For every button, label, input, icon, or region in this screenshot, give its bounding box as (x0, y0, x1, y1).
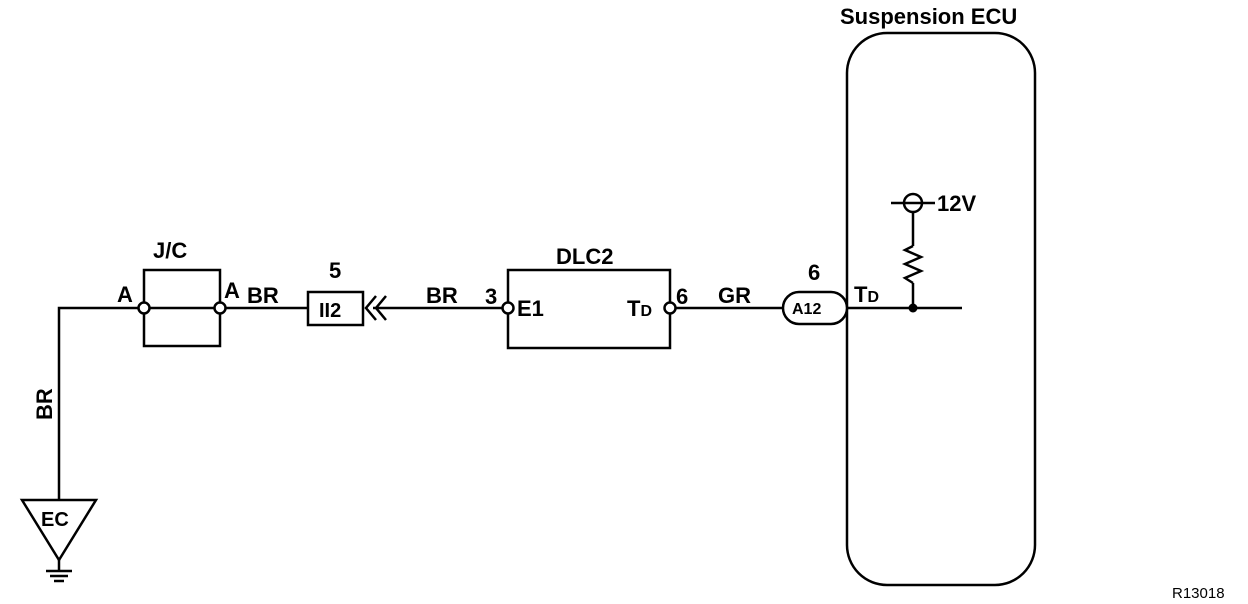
wire-br-ii2-label: BR (426, 283, 458, 308)
connector-a12-pin: 6 (808, 260, 820, 285)
dlc2-pin-td (663, 301, 677, 315)
connector-ii2-pin: 5 (329, 258, 341, 283)
jc-left-pin-label: A (117, 282, 133, 307)
wire-br-ground-label: BR (32, 388, 57, 420)
dlc2-left-pin-num: 3 (485, 284, 497, 309)
ground-point-label: EC (41, 509, 69, 531)
jc-right-pin-label: A (224, 278, 240, 303)
dlc2-right-pin-num: 6 (676, 284, 688, 309)
connector-chevron-icon-2 (374, 295, 387, 321)
ecu-title: Suspension ECU (840, 4, 1017, 29)
connector-chevron-icon (364, 295, 377, 321)
dlc2-pin-e1 (501, 301, 515, 315)
ground-triangle-icon (19, 498, 99, 563)
connector-ii2-label: II2 (319, 300, 341, 322)
wire-br-jc-label: BR (247, 283, 279, 308)
supply-voltage-label: 12V (937, 191, 976, 216)
connector-a12-label: A12 (792, 301, 821, 318)
jc-pin-left (137, 301, 151, 315)
jc-title: J/C (153, 238, 187, 263)
resistor-icon (901, 244, 925, 285)
dlc2-title: DLC2 (556, 244, 613, 269)
connector-ii2 (306, 290, 365, 327)
figure-code: R13018 (1172, 585, 1225, 602)
jc-pin-right (213, 301, 227, 315)
ecu-pin-label: TD (854, 282, 879, 307)
wire-gr-label: GR (718, 283, 751, 308)
dlc2-left-pin-label: E1 (517, 296, 544, 321)
dlc2-right-pin-label: TD (627, 296, 652, 321)
wire-br-ground (57, 306, 138, 500)
